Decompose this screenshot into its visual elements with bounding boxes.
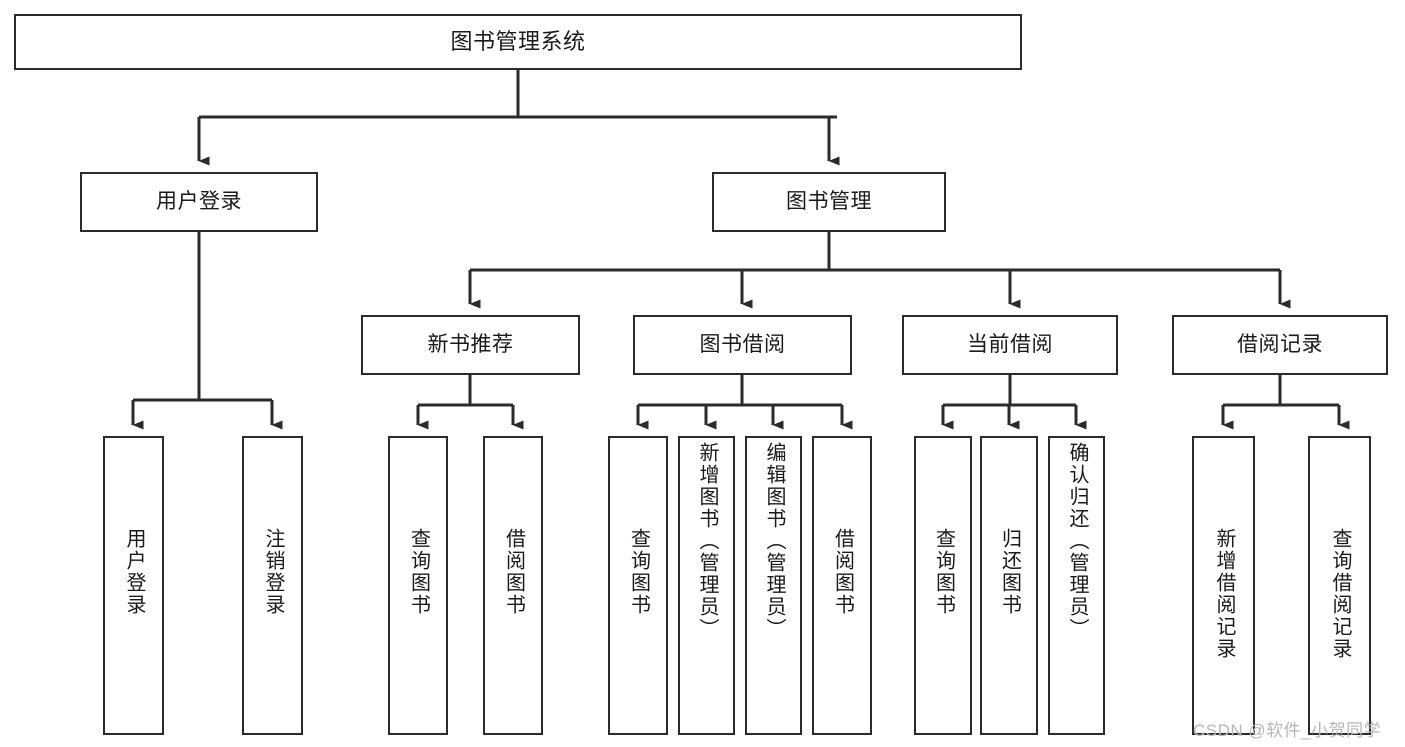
node-borrow-record[interactable]: 借阅记录	[1172, 315, 1388, 375]
node-label: 新增图书（管理员）	[696, 442, 718, 640]
node-label: 注销登录	[262, 528, 284, 616]
node-current-borrow[interactable]: 当前借阅	[902, 315, 1118, 375]
node-label: 图书借阅	[699, 332, 786, 356]
node-leaf-query-book-1[interactable]: 查询图书	[388, 436, 448, 735]
node-leaf-query-book-2[interactable]: 查询图书	[608, 436, 668, 735]
node-label: 图书管理系统	[450, 29, 586, 55]
node-label: 借阅图书	[831, 528, 854, 616]
node-leaf-edit-book[interactable]: 编辑图书（管理员）	[745, 436, 802, 735]
node-new-book-rec[interactable]: 新书推荐	[361, 315, 580, 375]
node-leaf-confirm-return[interactable]: 确认归还（管理员）	[1048, 436, 1105, 735]
node-leaf-query-book-3[interactable]: 查询图书	[914, 436, 972, 735]
node-user-login[interactable]: 用户登录	[80, 172, 318, 232]
node-leaf-query-record[interactable]: 查询借阅记录	[1308, 436, 1371, 735]
node-label: 确认归还（管理员）	[1066, 442, 1088, 640]
node-label: 用户登录	[156, 189, 242, 213]
node-book-borrow[interactable]: 图书借阅	[633, 315, 852, 375]
node-leaf-borrow-book-2[interactable]: 借阅图书	[812, 436, 872, 735]
node-label: 借阅图书	[502, 528, 525, 616]
node-leaf-return-book[interactable]: 归还图书	[980, 436, 1038, 735]
node-label: 查询图书	[407, 528, 430, 616]
node-label: 新书推荐	[427, 332, 514, 356]
node-root-title[interactable]: 图书管理系统	[14, 14, 1022, 70]
node-label: 新增借阅记录	[1213, 528, 1235, 660]
node-leaf-user-login[interactable]: 用户登录	[103, 436, 164, 735]
node-leaf-add-record[interactable]: 新增借阅记录	[1192, 436, 1255, 735]
node-leaf-borrow-book-1[interactable]: 借阅图书	[483, 436, 543, 735]
node-label: 当前借阅	[967, 332, 1053, 356]
node-leaf-add-book[interactable]: 新增图书（管理员）	[678, 436, 735, 735]
node-label: 图书管理	[786, 189, 872, 213]
node-label: 查询图书	[932, 528, 955, 616]
node-label: 归还图书	[998, 528, 1021, 616]
watermark-text: CSDN @软件_小贺同学	[1193, 721, 1382, 740]
node-label: 查询图书	[627, 528, 650, 616]
node-label: 用户登录	[123, 528, 145, 616]
node-label: 查询借阅记录	[1329, 528, 1351, 660]
node-book-manage[interactable]: 图书管理	[712, 172, 946, 232]
node-leaf-logout[interactable]: 注销登录	[242, 436, 303, 735]
node-label: 借阅记录	[1237, 332, 1323, 356]
node-label: 编辑图书（管理员）	[763, 442, 785, 640]
